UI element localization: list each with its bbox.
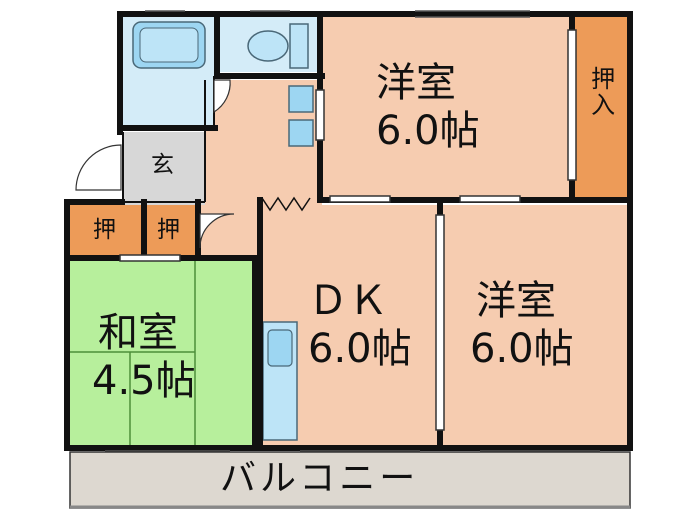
entrance-label: 玄 bbox=[151, 152, 174, 178]
upper-western-room-size: 6.0帖 bbox=[376, 108, 480, 154]
balcony-floor bbox=[70, 452, 630, 507]
washer-icon bbox=[288, 85, 314, 113]
washbasin-icon bbox=[288, 119, 314, 147]
lower-western-room-size: 6.0帖 bbox=[470, 326, 574, 372]
swing-doors bbox=[75, 79, 235, 249]
accordion-door-icon bbox=[261, 196, 311, 212]
lower-western-room-name: 洋室 bbox=[476, 278, 556, 324]
right-closet-label: 押入 bbox=[586, 66, 615, 118]
balcony-label: バルコニー bbox=[220, 458, 420, 499]
dk-size: 6.0帖 bbox=[308, 326, 412, 372]
japanese-room-size: 4.5帖 bbox=[92, 358, 196, 404]
japanese-room-name: 和室 bbox=[98, 310, 178, 356]
toilet-tank-icon bbox=[289, 23, 309, 69]
left-closet-2-label: 押 bbox=[157, 217, 180, 243]
hallway-floor-lower bbox=[200, 195, 260, 255]
lower-western-room-floor bbox=[440, 205, 627, 445]
bathtub-inner bbox=[139, 27, 199, 63]
upper-western-room-floor bbox=[322, 17, 572, 197]
left-closet-1-floor bbox=[70, 205, 142, 258]
sliding-doors bbox=[119, 29, 577, 431]
upper-western-room-name: 洋室 bbox=[376, 60, 456, 106]
kitchen-sink-icon bbox=[267, 329, 293, 367]
windows bbox=[105, 10, 600, 452]
tatami-lines bbox=[70, 258, 196, 445]
dk-name: ＤＫ bbox=[308, 278, 388, 324]
left-closet-1-label: 押 bbox=[93, 217, 116, 243]
toilet-bowl-icon bbox=[247, 30, 289, 62]
entrance-floor bbox=[123, 132, 205, 205]
right-closet-floor bbox=[572, 17, 627, 197]
left-closet-2-floor bbox=[146, 205, 200, 258]
